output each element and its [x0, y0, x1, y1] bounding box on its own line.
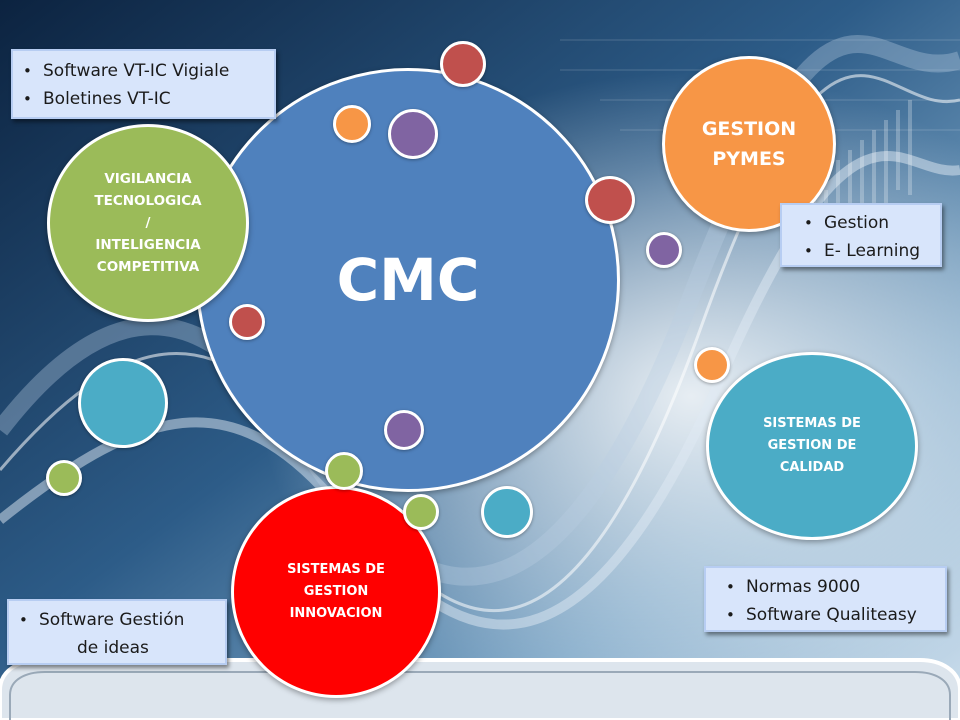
calidad-circle: SISTEMAS DE GESTION DE CALIDAD — [706, 352, 918, 540]
dot-red — [229, 304, 265, 340]
background-wave-2 — [0, 151, 960, 630]
dot-red — [585, 176, 635, 224]
dot-green — [403, 494, 439, 530]
note-item: Software Qualiteasy — [726, 601, 939, 629]
background-wave-1 — [0, 74, 960, 613]
note-innovacion-list: Software Gestión de ideas — [9, 606, 219, 662]
note-vigilancia: Software VT-IC Vigiale Boletines VT-IC — [11, 49, 276, 119]
note-item: Boletines VT-IC — [23, 85, 264, 113]
note-calidad: Normas 9000 Software Qualiteasy — [704, 566, 947, 632]
note-item: Normas 9000 — [726, 573, 939, 601]
calidad-line: GESTION DE — [767, 438, 857, 453]
bottom-frame — [0, 658, 960, 720]
center-label: CMC — [336, 246, 480, 314]
vigilancia-text: VIGILANCIA TECNOLOGICA / INTELIGENCIA CO… — [94, 168, 201, 278]
dot-orange — [694, 347, 730, 383]
dot-purple — [646, 232, 682, 268]
note-item: Software VT-IC Vigiale — [23, 57, 264, 85]
dot-green — [325, 452, 363, 490]
innovacion-line: INNOVACION — [289, 606, 383, 621]
note-item: Software Gestión — [19, 606, 219, 634]
calidad-text: SISTEMAS DE GESTION DE CALIDAD — [763, 413, 861, 479]
note-item: Gestion — [804, 209, 932, 237]
innovacion-text: SISTEMAS DE GESTION INNOVACION — [287, 559, 385, 625]
note-pymes: Gestion E- Learning — [780, 203, 942, 267]
dot-red — [440, 41, 486, 87]
dot-teal — [481, 486, 533, 538]
dot-orange — [333, 105, 371, 143]
gestion-pymes-line: PYMES — [712, 148, 786, 170]
dot-purple — [384, 410, 424, 450]
note-pymes-list: Gestion E- Learning — [794, 209, 932, 265]
vigilancia-line: / — [145, 215, 151, 231]
note-item-continued: de ideas — [77, 638, 149, 658]
vigilancia-line: COMPETITIVA — [96, 259, 200, 275]
note-item: E- Learning — [804, 237, 932, 265]
note-calidad-list: Normas 9000 Software Qualiteasy — [716, 573, 939, 629]
dot-green — [46, 460, 82, 496]
vigilancia-line: VIGILANCIA — [104, 171, 192, 187]
vigilancia-circle: VIGILANCIA TECNOLOGICA / INTELIGENCIA CO… — [47, 124, 249, 322]
background-wave-3 — [0, 35, 960, 586]
vigilancia-line: INTELIGENCIA — [95, 237, 201, 253]
dot-teal — [78, 358, 168, 448]
calidad-line: SISTEMAS DE — [763, 416, 861, 431]
calidad-line: CALIDAD — [779, 460, 845, 475]
bottom-frame-inner — [9, 671, 951, 720]
gestion-pymes-line: GESTION — [701, 118, 797, 140]
innovacion-line: GESTION — [303, 584, 369, 599]
gestion-pymes-circle: GESTION PYMES — [662, 56, 836, 232]
note-innovacion: Software Gestión de ideas — [7, 599, 227, 665]
gestion-pymes-text: GESTION PYMES — [702, 114, 796, 174]
innovacion-line: SISTEMAS DE — [287, 562, 385, 577]
vigilancia-line: TECNOLOGICA — [94, 193, 202, 209]
dot-purple — [388, 109, 438, 159]
note-vigilancia-list: Software VT-IC Vigiale Boletines VT-IC — [13, 57, 264, 113]
